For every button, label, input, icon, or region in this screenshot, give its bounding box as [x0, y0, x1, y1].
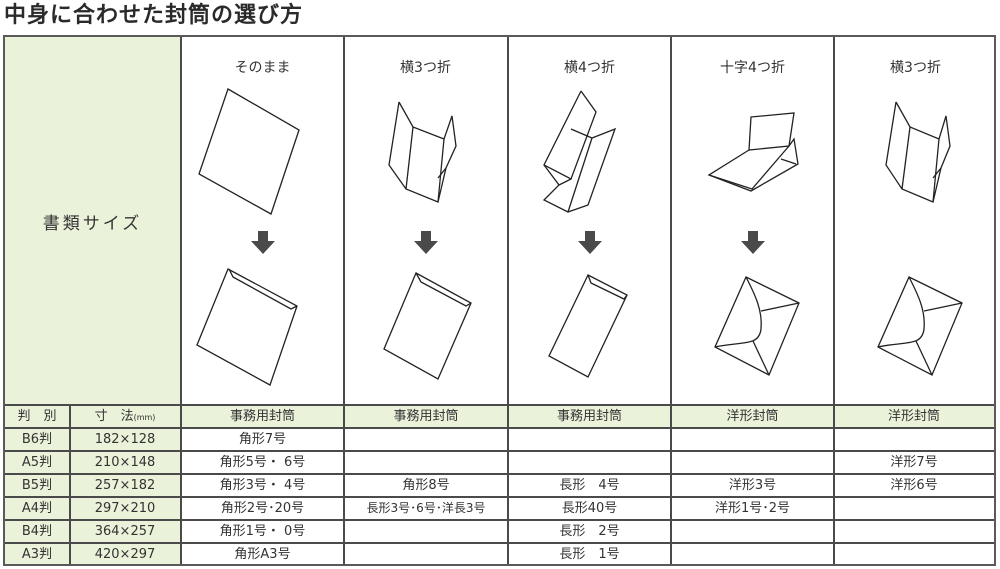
tri-fold-illustration	[383, 101, 472, 380]
row-name: A5判	[21, 455, 53, 470]
flat-sheet-illustration	[196, 88, 300, 386]
row-name: A3判	[21, 547, 53, 562]
row-cell	[508, 428, 671, 451]
grid-divider	[343, 37, 345, 564]
row-name: B5判	[21, 478, 53, 493]
row-cell	[344, 451, 508, 474]
row-cell: 長形3号･6号･洋長3号	[366, 501, 486, 515]
grid-divider	[69, 405, 71, 564]
row-dims: 364×257	[94, 524, 156, 539]
kakugata-envelope-icon	[196, 268, 298, 386]
col-header-dims: 寸 法(mm)	[70, 405, 180, 428]
fold-label-1: そのまま	[234, 60, 291, 76]
tri-fold-icon	[885, 101, 951, 203]
western-envelope-icon	[714, 276, 800, 376]
grid-divider	[5, 496, 994, 498]
row-cell: 角形1号・ 0号	[219, 524, 306, 539]
row-dims: 182×128	[94, 432, 156, 447]
envelope-type-1: 事務用封筒	[229, 409, 295, 424]
row-dims: 257×182	[94, 478, 156, 493]
row-cell: 角形2号･20号	[220, 501, 305, 516]
flat-sheet-icon	[198, 88, 300, 215]
fold-label-5: 横3つ折	[890, 60, 941, 76]
western-envelope-icon	[877, 276, 963, 376]
row-cell: 長形40号	[561, 501, 618, 516]
grid-divider	[180, 37, 182, 564]
tri-fold-icon	[388, 101, 457, 203]
cross-fold-illustration	[707, 112, 800, 376]
grid-divider	[5, 519, 994, 521]
row-name: B6判	[21, 432, 53, 447]
envelope-type-4: 洋形封筒	[726, 409, 779, 424]
cross-fold-icon	[707, 112, 799, 192]
row-cell: 洋形6号	[890, 478, 938, 493]
row-cell: 角形7号	[238, 432, 287, 447]
row-cell: 角形8号	[402, 478, 450, 493]
grid-divider	[5, 542, 994, 544]
row-cell	[671, 428, 834, 451]
envelope-type-2: 事務用封筒	[393, 409, 459, 424]
row-cell: 洋形7号	[890, 455, 938, 470]
fold-label-4: 十字4つ折	[720, 60, 785, 76]
row-cell	[344, 520, 508, 543]
quad-fold-illustration	[542, 90, 628, 378]
tri-fold-western-illustration	[877, 101, 963, 376]
row-name: B4判	[21, 524, 53, 539]
page-title: 中身に合わせた封筒の選び方	[4, 3, 304, 28]
row-cell: 角形3号・ 4号	[219, 478, 306, 493]
row-cell: 長形 1号	[559, 547, 620, 562]
row-cell	[344, 543, 508, 566]
row-cell: 長形 2号	[559, 524, 620, 539]
down-arrow-icon	[251, 231, 275, 254]
col-header-dims-unit: (mm)	[133, 413, 156, 422]
nagagata-envelope-icon	[548, 274, 628, 378]
row-cell	[671, 543, 834, 566]
grid-divider	[670, 37, 672, 564]
size-label-cell	[5, 37, 180, 405]
row-name: A4判	[21, 501, 53, 516]
col-header-dims-label: 寸 法	[94, 409, 134, 424]
row-cell: 角形5号・ 6号	[219, 455, 306, 470]
row-cell	[834, 428, 994, 451]
col-header-name: 判 別	[17, 409, 57, 424]
down-arrow-icon	[741, 231, 765, 254]
grid-divider	[5, 404, 994, 406]
grid-divider	[5, 473, 994, 475]
down-arrow-icon	[578, 231, 602, 254]
row-cell	[834, 520, 994, 543]
row-cell	[671, 451, 834, 474]
row-dims: 420×297	[94, 547, 156, 562]
row-cell: 角形A3号	[234, 547, 291, 562]
row-cell: 洋形3号	[728, 478, 777, 493]
row-dims: 210×148	[94, 455, 156, 470]
grid-divider	[5, 427, 994, 429]
row-cell: 洋形1号･2号	[714, 501, 791, 516]
row-cell: 長形 4号	[559, 478, 620, 493]
fold-label-2: 横3つ折	[400, 60, 451, 76]
row-cell	[508, 451, 671, 474]
down-arrow-icon	[414, 231, 438, 254]
row-cell	[671, 520, 834, 543]
fold-label-3: 横4つ折	[564, 60, 615, 76]
row-cell	[834, 497, 994, 520]
header-row-bg	[5, 405, 994, 428]
document-size-label: 書類サイズ	[42, 213, 143, 234]
row-cell	[834, 543, 994, 566]
row-dims: 297×210	[94, 501, 156, 516]
envelope-type-5: 洋形封筒	[887, 409, 940, 424]
grid-divider	[833, 37, 835, 564]
row-cell	[344, 428, 508, 451]
envelope-type-3: 事務用封筒	[556, 409, 622, 424]
kakugata-small-envelope-icon	[383, 272, 472, 380]
envelope-selection-table: 書類サイズ そのまま 横3つ折 横4つ折 十字4つ折 横3つ折	[3, 35, 996, 566]
grid-divider	[507, 37, 509, 564]
grid-divider	[5, 450, 994, 452]
quad-fold-icon	[542, 90, 617, 213]
